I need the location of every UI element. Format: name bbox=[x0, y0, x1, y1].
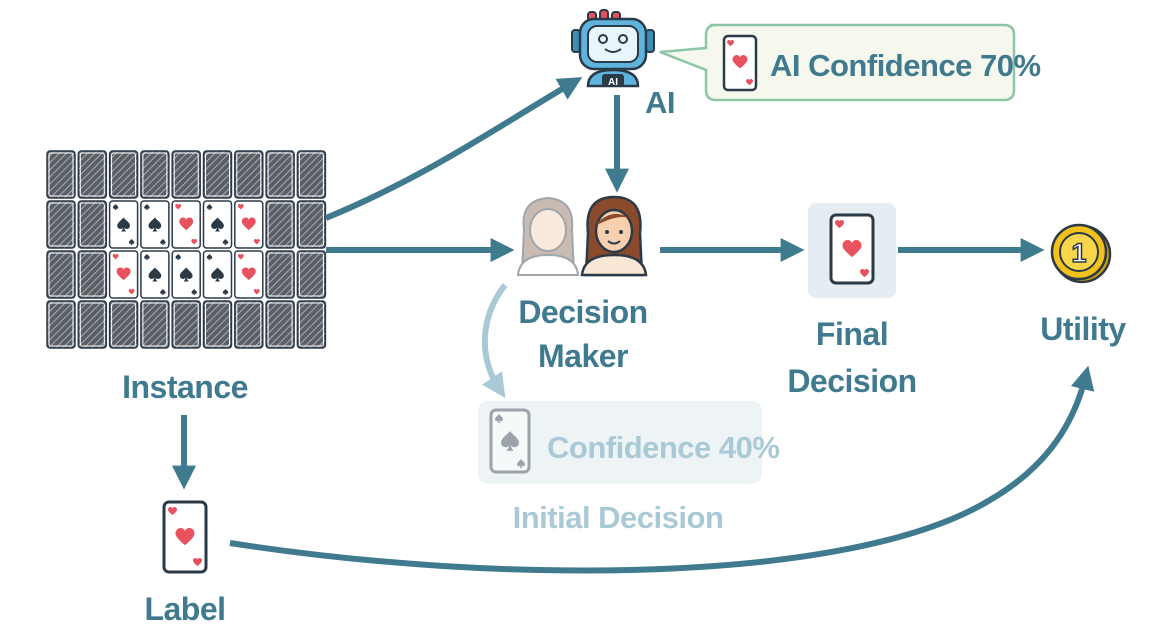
face-down-card bbox=[265, 250, 295, 299]
face-down-card bbox=[296, 300, 327, 349]
face-up-heart-card bbox=[234, 200, 264, 249]
face-up-spade-card bbox=[202, 250, 233, 299]
spade-card-icon bbox=[489, 408, 531, 474]
face-up-heart-card bbox=[234, 250, 264, 299]
face-down-card bbox=[77, 150, 108, 199]
face-down-card bbox=[296, 200, 327, 249]
ai-badge-text: AI bbox=[608, 77, 618, 88]
face-up-spade-card bbox=[140, 250, 170, 299]
face-up-heart-card bbox=[108, 250, 139, 299]
coin-icon: 1 bbox=[1050, 223, 1112, 284]
face-down-card bbox=[265, 300, 295, 349]
arrow-label-to-utility bbox=[229, 365, 1095, 574]
arrow-decision-maker-to-initial-decision bbox=[481, 283, 508, 398]
ai-confidence-bubble: AI Confidence 70% bbox=[659, 23, 1041, 102]
face-up-spade-card bbox=[171, 250, 201, 299]
face-down-card bbox=[46, 200, 76, 249]
initial-decision-label: Initial Decision bbox=[513, 500, 724, 535]
instance-card-grid bbox=[46, 150, 327, 349]
face-up-spade-card bbox=[202, 200, 233, 249]
people-icon bbox=[516, 195, 648, 277]
heart-card-icon bbox=[162, 500, 208, 574]
ai-confidence-text: AI Confidence 70% bbox=[770, 48, 1041, 83]
initial-decision-box: Confidence 40% bbox=[478, 401, 780, 484]
face-down-card bbox=[234, 150, 264, 199]
robot-icon: AI bbox=[571, 9, 655, 88]
utility-label: Utility bbox=[1040, 311, 1126, 347]
face-up-spade-card bbox=[140, 200, 170, 249]
label-label: Label bbox=[144, 591, 225, 627]
face-down-card bbox=[171, 150, 201, 199]
decision-maker-label-line2: Maker bbox=[538, 338, 628, 374]
face-down-card bbox=[108, 300, 139, 349]
face-down-card bbox=[77, 300, 108, 349]
face-down-card bbox=[296, 150, 327, 199]
final-decision-label-line2: Decision bbox=[787, 363, 916, 399]
heart-card-icon bbox=[722, 34, 758, 92]
face-down-card bbox=[265, 150, 295, 199]
face-down-card bbox=[77, 250, 108, 299]
face-down-card bbox=[234, 300, 264, 349]
face-down-card bbox=[46, 150, 76, 199]
face-down-card bbox=[46, 300, 76, 349]
face-down-card bbox=[46, 250, 76, 299]
decision-maker-label-line1: Decision bbox=[518, 294, 647, 330]
face-up-spade-card bbox=[108, 200, 139, 249]
instance-label: Instance bbox=[122, 369, 248, 405]
face-up-heart-card bbox=[171, 200, 201, 249]
final-decision-label-line1: Final bbox=[816, 316, 888, 352]
final-decision-box bbox=[808, 203, 896, 298]
face-down-card bbox=[140, 150, 170, 199]
face-down-card bbox=[171, 300, 201, 349]
face-down-card bbox=[77, 200, 108, 249]
face-down-card bbox=[202, 300, 233, 349]
ai-label: AI bbox=[645, 85, 675, 120]
heart-card-icon bbox=[829, 213, 875, 285]
face-down-card bbox=[265, 200, 295, 249]
arrow-instance-to-ai bbox=[324, 77, 583, 221]
face-down-card bbox=[108, 150, 139, 199]
face-down-card bbox=[296, 250, 327, 299]
face-down-card bbox=[202, 150, 233, 199]
coin-value: 1 bbox=[1071, 238, 1086, 268]
human-confidence-text: Confidence 40% bbox=[547, 430, 779, 465]
face-down-card bbox=[140, 300, 170, 349]
